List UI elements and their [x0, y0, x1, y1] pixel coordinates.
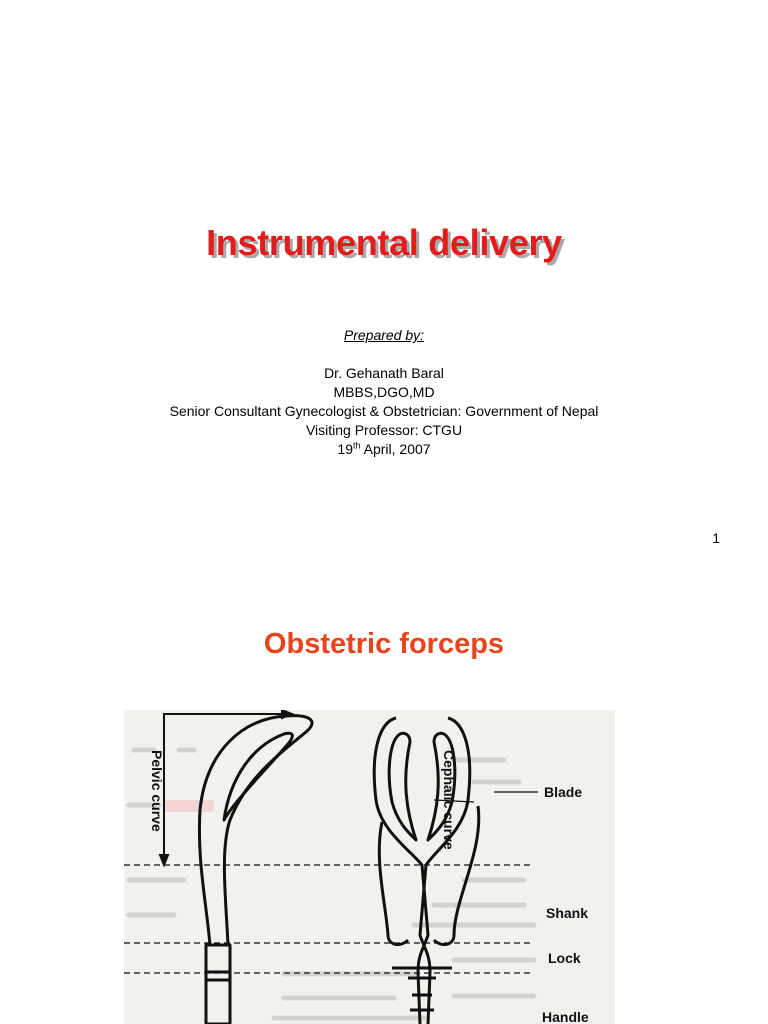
forceps-svg: Pelvic curve Ce [124, 710, 589, 1024]
forceps-side-view [197, 714, 314, 1024]
handle-label: Handle [542, 1009, 589, 1024]
presentation-date: 19th April, 2007 [0, 440, 768, 459]
pelvic-curve-label: Pelvic curve [149, 750, 165, 832]
forceps-diagram: Pelvic curve Ce [124, 710, 615, 1024]
author-position: Senior Consultant Gynecologist & Obstetr… [169, 403, 599, 419]
slide-2: Obstetric forceps [0, 580, 768, 1024]
author-affiliation: Visiting Professor: CTGU [305, 422, 463, 438]
slide-title-2: Obstetric forceps [263, 628, 505, 660]
author-degrees: MBBS,DGO,MD [333, 384, 435, 400]
background-stain [164, 800, 214, 812]
blade-label: Blade [544, 784, 582, 800]
background-texture [126, 747, 537, 1021]
shank-label: Shank [546, 905, 588, 921]
prepared-by-label: Prepared by: [343, 327, 425, 343]
credits-block: Prepared by: Dr. Gehanath Baral MBBS,DGO… [0, 326, 768, 459]
level-lines [124, 864, 534, 974]
author-name: Dr. Gehanath Baral [324, 365, 444, 381]
date-suffix: th [353, 440, 361, 451]
cephalic-curve-label: Cephalic curve [441, 750, 457, 850]
lock-label: Lock [548, 950, 581, 966]
page-number: 1 [712, 530, 720, 546]
slide-1: Instrumental delivery Prepared by: Dr. G… [0, 222, 768, 546]
pelvic-curve-arrow [158, 710, 295, 868]
slide-title: Instrumental delivery [206, 222, 562, 263]
date-day: 19 [337, 441, 353, 457]
date-rest: April, 2007 [360, 441, 431, 457]
cephalic-curve-leader [433, 799, 475, 803]
forceps-front-view [372, 716, 481, 1024]
